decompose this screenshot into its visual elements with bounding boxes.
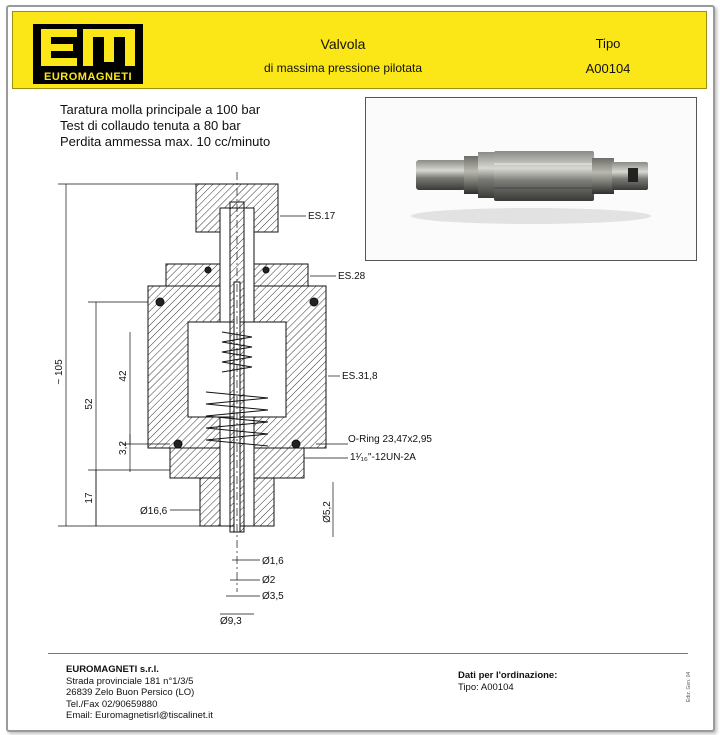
spec-line: Perdita ammessa max. 10 cc/minuto — [60, 134, 271, 149]
label-es17: ES.17 — [308, 211, 336, 222]
em-logo-mark — [41, 29, 135, 66]
label-dim-52: 52 — [84, 398, 95, 410]
header-bar: EUROMAGNETI Valvola di massima pressione… — [12, 11, 707, 89]
spec-line: Taratura molla principale a 100 bar — [60, 102, 261, 117]
label-dia-9-3: Ø9,3 — [220, 616, 242, 627]
label-es31-8: ES.31,8 — [342, 371, 378, 382]
company-address-1: Strada provinciale 181 n°1/3/5 — [66, 675, 194, 687]
label-es28: ES.28 — [338, 271, 366, 282]
label-dia-1-6: Ø1,6 — [262, 556, 284, 567]
technical-drawing: ES.17 ES.28 ES.31,8 O-Ring 23,47x2,95 1¹… — [54, 172, 432, 627]
logo-wordmark: EUROMAGNETI — [44, 71, 132, 83]
dimension-lines — [58, 183, 348, 615]
tipo-label: Tipo — [595, 36, 621, 51]
label-dia-2: Ø2 — [262, 575, 276, 586]
label-dia-3-5: Ø3,5 — [262, 591, 284, 602]
label-dia-5-2: Ø5,2 — [322, 501, 333, 523]
product-photo — [365, 97, 697, 261]
order-info: Dati per l'ordinazione: Tipo: A00104 — [458, 670, 557, 693]
label-dim-42: 42 — [118, 370, 129, 382]
company-address-2: 26839 Zelo Buon Persico (LO) — [66, 687, 195, 698]
company-phone: Tel./Fax 02/90659880 — [66, 698, 158, 710]
product-title: Valvola — [320, 36, 366, 52]
label-dim-17: 17 — [84, 492, 95, 504]
company-name: EUROMAGNETI s.r.l. — [66, 664, 159, 675]
label-total-length: ~ 105 — [54, 359, 65, 385]
label-oring: O-Ring 23,47x2,95 — [348, 434, 432, 445]
label-thread: 1¹⁄₁₆"-12UN-2A — [350, 452, 416, 463]
order-label: Dati per l'ordinazione: — [458, 670, 558, 681]
company-info: EUROMAGNETI s.r.l. Strada provinciale 18… — [66, 664, 213, 722]
company-email: Email: Euromagnetisrl@tiscalinet.it — [66, 710, 213, 721]
edition-note: Ediz. Gen. 04 — [686, 671, 692, 702]
label-dim-3-2: 3,2 — [118, 441, 129, 455]
footer-divider — [48, 653, 688, 654]
product-subtitle: di massima pressione pilotata — [263, 61, 423, 75]
euromagneti-logo: EUROMAGNETI — [33, 24, 143, 84]
spec-line: Test di collaudo tenuta a 80 bar — [60, 118, 241, 133]
order-value: Tipo: A00104 — [458, 681, 514, 693]
valve-section-view — [147, 172, 327, 592]
label-dia-16-6: Ø16,6 — [140, 506, 168, 517]
tipo-value: A00104 — [585, 61, 631, 76]
valve-photo-image — [411, 151, 651, 224]
datasheet-page: EUROMAGNETI Valvola di massima pressione… — [6, 5, 715, 732]
specifications-list: Taratura molla principale a 100 bar Test… — [60, 102, 270, 150]
